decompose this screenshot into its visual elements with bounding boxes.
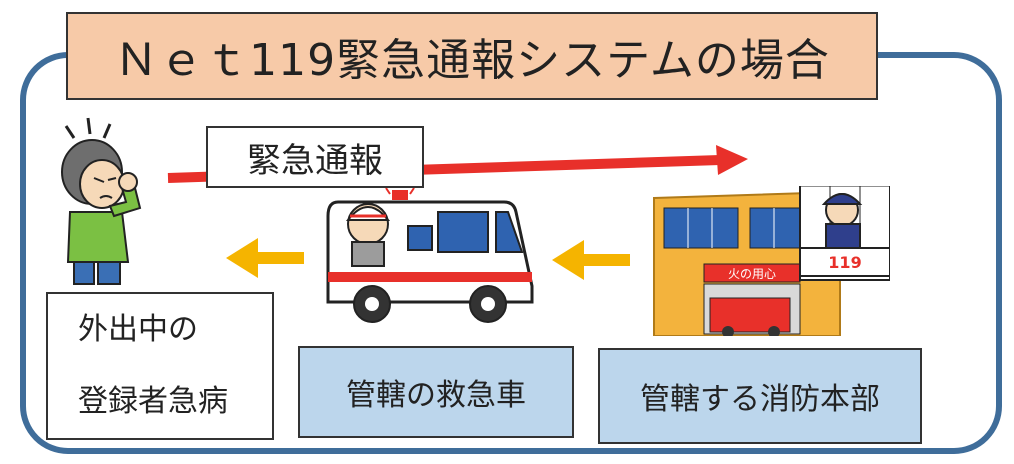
ambulance-label: 管轄の救急車 xyxy=(298,346,574,438)
dispatch-arrow-to-patient xyxy=(226,238,304,278)
fire-station-illustration: 火の用心 119 xyxy=(653,186,890,336)
patient-label-line1: 外出中の xyxy=(78,312,198,347)
fire-station-label: 管轄する消防本部 xyxy=(598,348,922,444)
emergency-call-label: 緊急通報 xyxy=(206,126,424,188)
station-desk-number: 119 xyxy=(828,253,861,272)
diagram-title-text: Ｎｅｔ119緊急通報システムの場合 xyxy=(114,35,830,86)
diagram-title: Ｎｅｔ119緊急通報システムの場合 xyxy=(66,12,878,100)
patient-illustration xyxy=(61,117,142,285)
patient-label-line2: 登録者急病 xyxy=(78,384,228,419)
ambulance-label-text: 管轄の救急車 xyxy=(346,378,526,413)
station-sign-text: 火の用心 xyxy=(728,267,776,281)
fire-station-label-text: 管轄する消防本部 xyxy=(640,382,880,417)
dispatch-arrow-to-ambulance xyxy=(552,240,630,280)
ambulance-illustration xyxy=(326,187,534,323)
emergency-call-label-text: 緊急通報 xyxy=(247,140,383,181)
patient-label: 外出中の 登録者急病 xyxy=(46,292,274,440)
